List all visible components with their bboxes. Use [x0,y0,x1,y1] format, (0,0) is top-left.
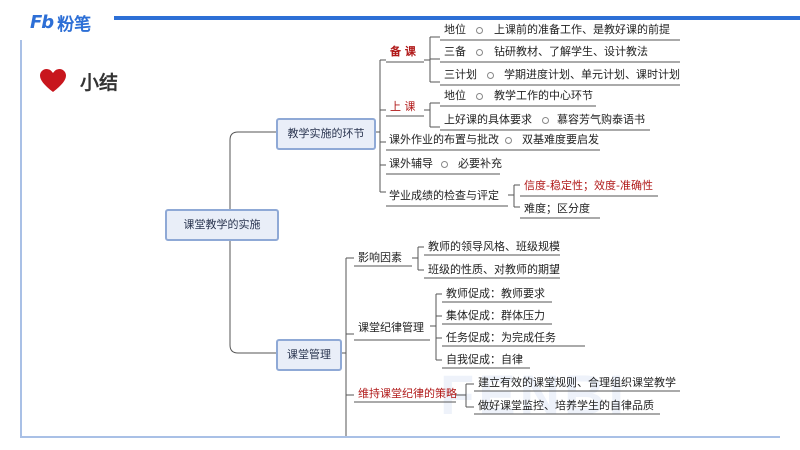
assessment-value-2: 难度；区分度 [524,202,590,215]
shangke-key-1: 地位 [444,89,466,102]
beike-key-1: 地位 [444,23,466,36]
discipline-item-4: 自我促成：自律 [446,353,523,366]
beike-value-1: 上课前的准备工作、是教好课的前提 [494,23,670,36]
node-strategy: 维持课堂纪律的策略 [358,387,457,400]
factor-item-2: 班级的性质、对教师的期望 [428,263,560,276]
node-factors: 影响因素 [358,251,402,264]
strategy-item-2: 做好课堂监控、培养学生的自律品质 [478,399,654,412]
header-bar [114,16,800,20]
heart-icon [40,69,66,92]
brand-mark: Fb [30,12,54,33]
beike-key-2: 三备 [444,45,466,58]
connector-dot [505,137,512,144]
brand-logo: Fb 粉笔 [30,10,91,35]
section-title: 小结 [80,72,119,94]
node-discipline: 课堂纪律管理 [358,321,424,334]
connector-dot [441,161,448,168]
connector-dot [476,93,483,100]
assessment-key: 学业成绩的检查与评定 [389,189,499,202]
node-beike: 备 课 [390,45,416,58]
node-teaching-process: 教学实施的环节 [276,118,376,150]
strategy-item-1: 建立有效的课堂规则、合理组织课堂教学 [478,376,676,389]
beike-key-3: 三计划 [444,68,477,81]
homework-key: 课外作业的布置与批改 [389,133,499,146]
root-node: 课堂教学的实施 [165,209,279,241]
connector-dot [476,49,483,56]
tutoring-value: 必要补充 [458,157,502,170]
beike-value-2: 钻研教材、了解学生、设计教法 [494,45,648,58]
shangke-value-1: 教学工作的中心环节 [494,89,593,102]
assessment-value-1: 信度-稳定性；效度-准确性 [524,179,653,192]
discipline-item-1: 教师促成：教师要求 [446,287,545,300]
shangke-value-2: 慕容芳气购泰语书 [557,113,645,126]
beike-value-3: 学期进度计划、单元计划、课时计划 [504,68,680,81]
node-shangke: 上 课 [390,100,416,113]
node-classroom-management: 课堂管理 [276,339,342,371]
connector-dot [476,27,483,34]
watermark: FENBI [440,363,628,426]
connector-dot [542,117,549,124]
factor-item-1: 教师的领导风格、班级规模 [428,240,560,253]
discipline-item-3: 任务促成：为完成任务 [446,331,556,344]
connector-dot [487,72,494,79]
discipline-item-2: 集体促成：群体压力 [446,309,545,322]
content-frame [20,40,780,438]
shangke-key-2: 上好课的具体要求 [444,113,532,126]
brand-name: 粉笔 [57,15,92,35]
tutoring-key: 课外辅导 [389,157,433,170]
homework-value: 双基难度要启发 [522,133,599,146]
